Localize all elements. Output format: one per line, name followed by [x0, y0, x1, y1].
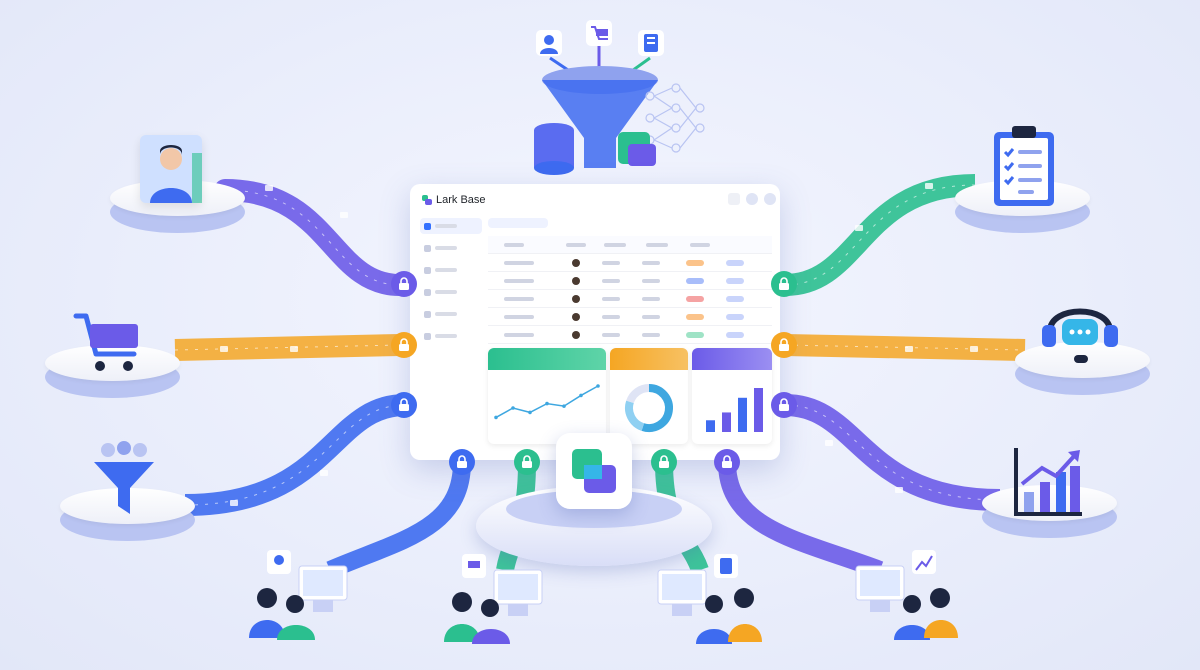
data-table — [488, 236, 772, 344]
bar — [738, 397, 747, 432]
bar — [754, 388, 763, 432]
line-chart — [494, 384, 600, 420]
table-header — [488, 236, 772, 254]
team-group-4 — [855, 550, 958, 640]
team-group-1 — [249, 550, 348, 640]
team-group-2 — [444, 554, 543, 644]
table-row[interactable] — [488, 254, 772, 272]
brand: Lark Base — [422, 194, 486, 206]
donut-slice — [641, 384, 673, 432]
sidebar-item[interactable] — [420, 284, 482, 300]
donut-chart — [625, 384, 673, 432]
lock-icon — [771, 271, 797, 297]
donut-chart-card[interactable] — [610, 348, 688, 444]
lark-base-logo — [556, 433, 632, 509]
user-profile-icon — [140, 135, 208, 203]
table-row[interactable] — [488, 308, 772, 326]
bar — [722, 412, 731, 432]
view-tab[interactable] — [488, 218, 548, 228]
line-point — [528, 410, 532, 415]
table-row[interactable] — [488, 272, 772, 290]
platform-left-top — [110, 180, 245, 240]
lark-base-logo — [422, 195, 432, 205]
clipboard-checklist-icon — [994, 126, 1054, 206]
user-icon-box — [536, 30, 562, 56]
line-point — [579, 393, 583, 398]
lock-icon — [714, 449, 740, 475]
lock-icon — [391, 271, 417, 297]
bar-chart-growth-icon — [1014, 448, 1082, 516]
donut-slice — [626, 384, 650, 404]
lock-icon — [651, 449, 677, 475]
line-point — [545, 401, 549, 406]
sidebar-item[interactable] — [420, 328, 482, 344]
line-point — [494, 415, 498, 420]
sidebar-item[interactable] — [420, 262, 482, 278]
shopping-cart-icon — [73, 313, 138, 371]
help-icon[interactable] — [764, 193, 776, 205]
filter-funnel-icon — [94, 441, 154, 514]
brand-name: Lark Base — [436, 194, 486, 206]
lock-icon — [449, 449, 475, 475]
sidebar-item[interactable] — [420, 306, 482, 322]
bar-chart — [706, 388, 763, 432]
clipboard-icon-box — [638, 30, 664, 56]
table-row[interactable] — [488, 326, 772, 344]
customer-service-headset-icon — [1042, 308, 1118, 363]
lock-icon — [391, 332, 417, 358]
data-funnel-group — [534, 20, 705, 175]
bar-chart-card[interactable] — [692, 348, 772, 444]
line-chart-card[interactable] — [488, 348, 606, 444]
donut-slice — [625, 400, 645, 431]
lock-icon — [771, 332, 797, 358]
lock-icon — [391, 392, 417, 418]
line-series — [495, 385, 599, 419]
line-point — [562, 404, 566, 408]
lark-base-logo — [618, 132, 656, 166]
cart-icon-box — [586, 20, 612, 46]
sidebar — [420, 218, 482, 348]
sidebar-item[interactable] — [420, 240, 482, 256]
dashboard-cards — [488, 348, 772, 444]
platform-left-middle — [45, 345, 180, 405]
table-row[interactable] — [488, 290, 772, 308]
line-point — [596, 384, 600, 388]
grid-icon[interactable] — [728, 193, 740, 205]
team-group-3 — [657, 554, 762, 644]
lark-base-dashboard: Lark Base — [410, 184, 780, 460]
lock-icon — [771, 392, 797, 418]
dashboard-topbar: Lark Base — [410, 184, 780, 216]
settings-icon[interactable] — [746, 193, 758, 205]
line-point — [511, 406, 515, 410]
sidebar-item[interactable] — [420, 218, 482, 234]
lock-icon — [514, 449, 540, 475]
bar — [706, 420, 715, 432]
